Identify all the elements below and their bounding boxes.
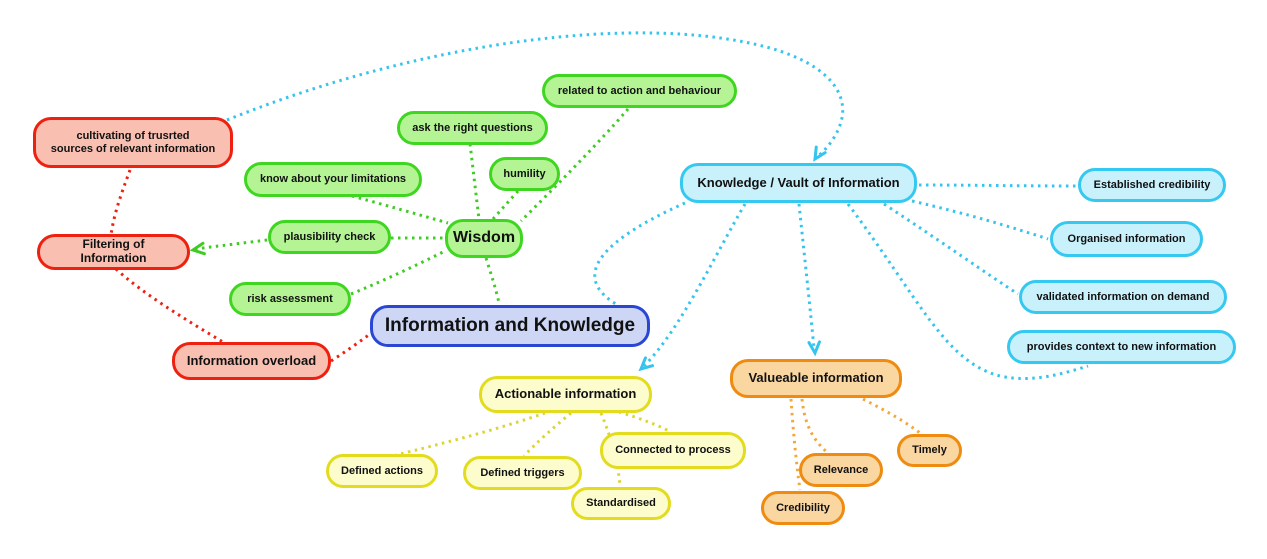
edge-K-root (593, 201, 686, 306)
edge-K-c3 (883, 202, 1019, 296)
mindmap-node-g6[interactable]: risk assessment (229, 282, 351, 316)
mindmap-node-r3[interactable]: Information overload (172, 342, 331, 380)
edge-g1-W (351, 194, 449, 225)
edge-r2-r3 (114, 267, 224, 344)
edge-g2-W (468, 143, 481, 220)
edge-r3-root (330, 332, 371, 363)
edge-g5-r2-arrowhead-icon (189, 241, 206, 256)
mindmap-node-g3[interactable]: related to action and behaviour (542, 74, 737, 108)
mindmap-node-root[interactable]: Information and Knowledge (370, 305, 650, 347)
mindmap-node-c2[interactable]: Organised information (1050, 221, 1203, 257)
mindmap-node-o1[interactable]: Timely (897, 434, 962, 467)
edge-W-root (484, 257, 501, 304)
edge-K-c4 (846, 203, 1089, 380)
edge-A-y2 (522, 411, 572, 458)
mindmap-node-g1[interactable]: know about your limitations (244, 162, 422, 197)
edge-A-y1 (395, 411, 546, 457)
mindmap-node-r2[interactable]: Filtering of Information (37, 234, 190, 270)
mindmap-node-W[interactable]: Wisdom (445, 219, 523, 258)
mindmap-node-g2[interactable]: ask the right questions (397, 111, 548, 145)
mindmap-node-y3[interactable]: Connected to process (600, 432, 746, 469)
edge-r1-r2 (109, 169, 132, 236)
mindmap-node-K[interactable]: Knowledge / Vault of Information (680, 163, 917, 203)
edge-A-y4 (599, 412, 622, 487)
mindmap-node-y1[interactable]: Defined actions (326, 454, 438, 488)
edge-K-V (797, 203, 816, 349)
edge-g5-r2 (195, 238, 268, 251)
edge-g3-W (519, 108, 630, 223)
edge-K-A-arrowhead-icon (638, 356, 655, 372)
mindmap-node-c1[interactable]: Established credibility (1078, 168, 1226, 202)
edge-K-A (642, 203, 747, 368)
edge-V-o2 (800, 398, 829, 455)
mindmap-node-y4[interactable]: Standardised (571, 487, 671, 520)
mindmap-node-c4[interactable]: provides context to new information (1007, 330, 1236, 364)
mindmap-node-A[interactable]: Actionable information (479, 376, 652, 413)
edge-r1-K (226, 31, 845, 159)
edge-g4-W (491, 189, 520, 220)
edge-V-o3 (789, 398, 802, 491)
mindmap-node-g5[interactable]: plausibility check (268, 220, 391, 254)
mindmap-node-y2[interactable]: Defined triggers (463, 456, 582, 490)
edge-K-V-arrowhead-icon (807, 340, 821, 357)
edge-g6-W (350, 249, 446, 296)
mindmap-node-r1[interactable]: cultivating of trusrted sources of relev… (33, 117, 233, 168)
edge-K-c2 (911, 199, 1049, 241)
mindmap-node-c3[interactable]: validated information on demand (1019, 280, 1227, 314)
edge-r1-K-arrowhead-icon (813, 145, 827, 162)
mindmap-node-V[interactable]: Valueable information (730, 359, 902, 398)
edge-A-y3 (618, 410, 672, 434)
mindmap-node-o3[interactable]: Credibility (761, 491, 845, 525)
mindmap-node-o2[interactable]: Relevance (799, 453, 883, 487)
edge-V-o1 (862, 397, 922, 436)
mindmap-node-g4[interactable]: humility (489, 157, 560, 191)
edge-K-c1 (918, 183, 1077, 188)
